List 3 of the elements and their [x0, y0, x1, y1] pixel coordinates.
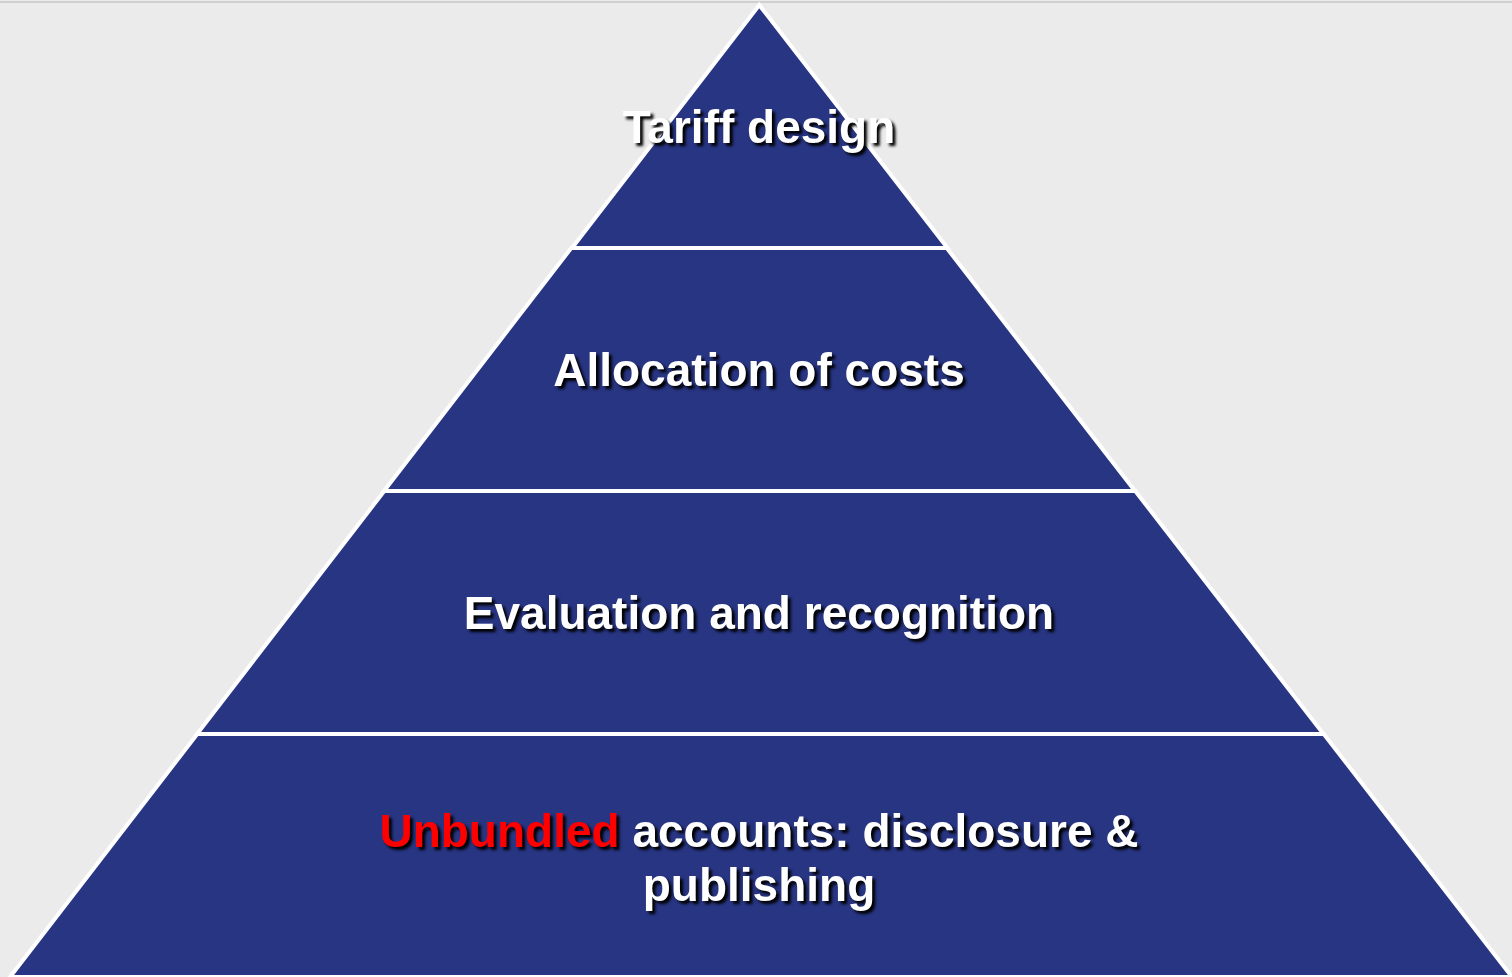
- tier-label: Unbundled accounts: disclosure & publishing: [378, 804, 1140, 912]
- tier-label: Allocation of costs: [552, 343, 966, 397]
- tier-label: Evaluation and recognition: [462, 586, 1056, 640]
